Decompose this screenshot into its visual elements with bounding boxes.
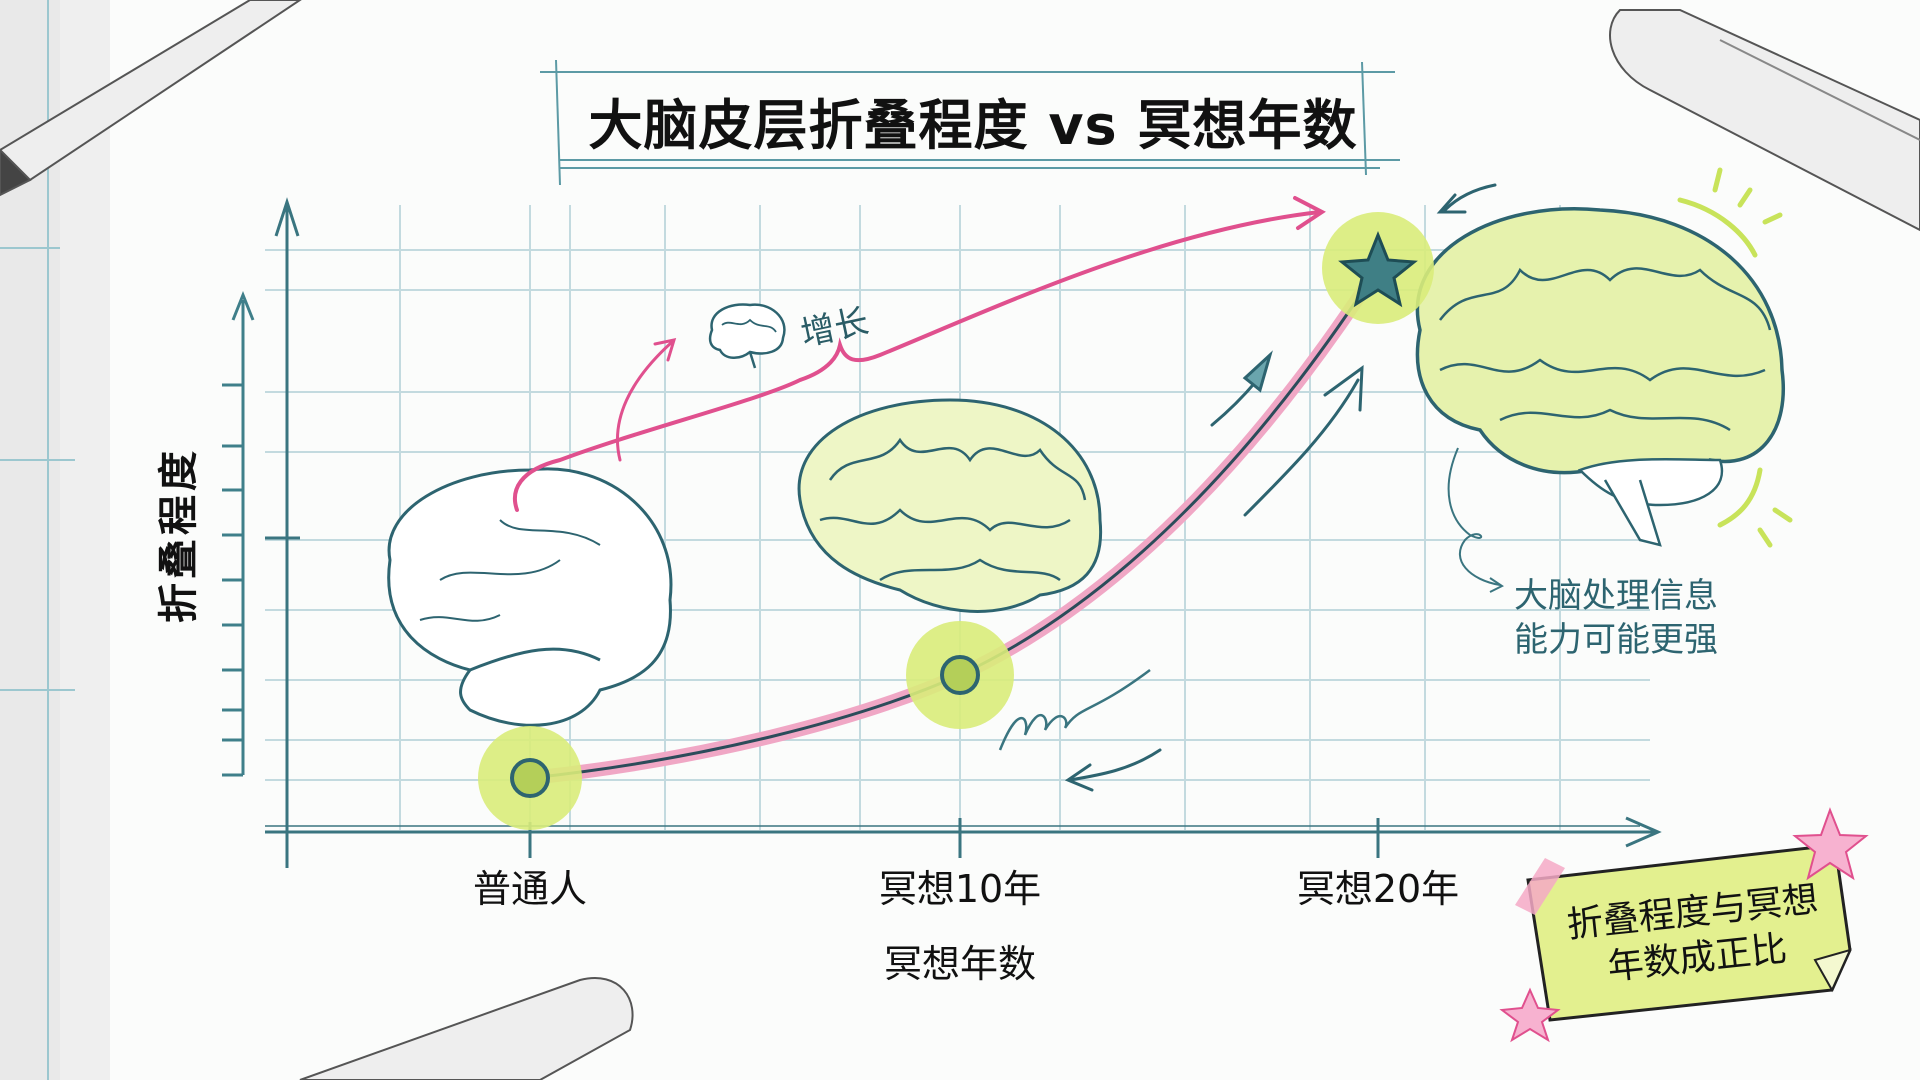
x-tick-10yr: 冥想10年 [878,867,1042,911]
chart-title: 大脑皮层折叠程度 vs 冥想年数 [588,93,1358,157]
pencil-bottom-decoration [299,977,634,1080]
axes [265,197,1662,868]
note-pointer [1447,447,1501,586]
y-axis-secondary [222,290,255,777]
pencil-top-right-decoration [1609,9,1920,232]
y-axis-label: 折叠程度 [156,447,202,623]
brain-normal-illustration [387,467,673,727]
processing-note: 大脑处理信息 能力可能更强 [1514,574,1718,662]
note-line-2: 能力可能更强 [1514,620,1718,660]
scribble-decoration [998,668,1151,751]
data-point-20yr-star [1322,212,1434,324]
data-point-ordinary [478,726,582,830]
x-tick-20yr: 冥想20年 [1296,867,1460,911]
brain-20yr-illustration [1415,207,1785,547]
brain-10yr-illustration [797,398,1103,613]
x-axis-label: 冥想年数 [883,942,1037,986]
growth-arrow [512,196,1326,512]
pencil-top-left-decoration [0,0,302,197]
trend-arrows [1064,183,1497,792]
glow-marks [1677,167,1793,548]
margin-lines [0,0,75,1080]
small-brain-icon [708,303,786,369]
data-point-10yr [906,621,1014,729]
title-frame [540,59,1400,186]
chart-title-box: 大脑皮层折叠程度 vs 冥想年数 [558,70,1388,170]
star-icon [1338,230,1418,308]
x-tick-ordinary: 普通人 [472,867,588,911]
note-line-1: 大脑处理信息 [1514,576,1718,616]
sticky-note-shape [1499,807,1869,1043]
